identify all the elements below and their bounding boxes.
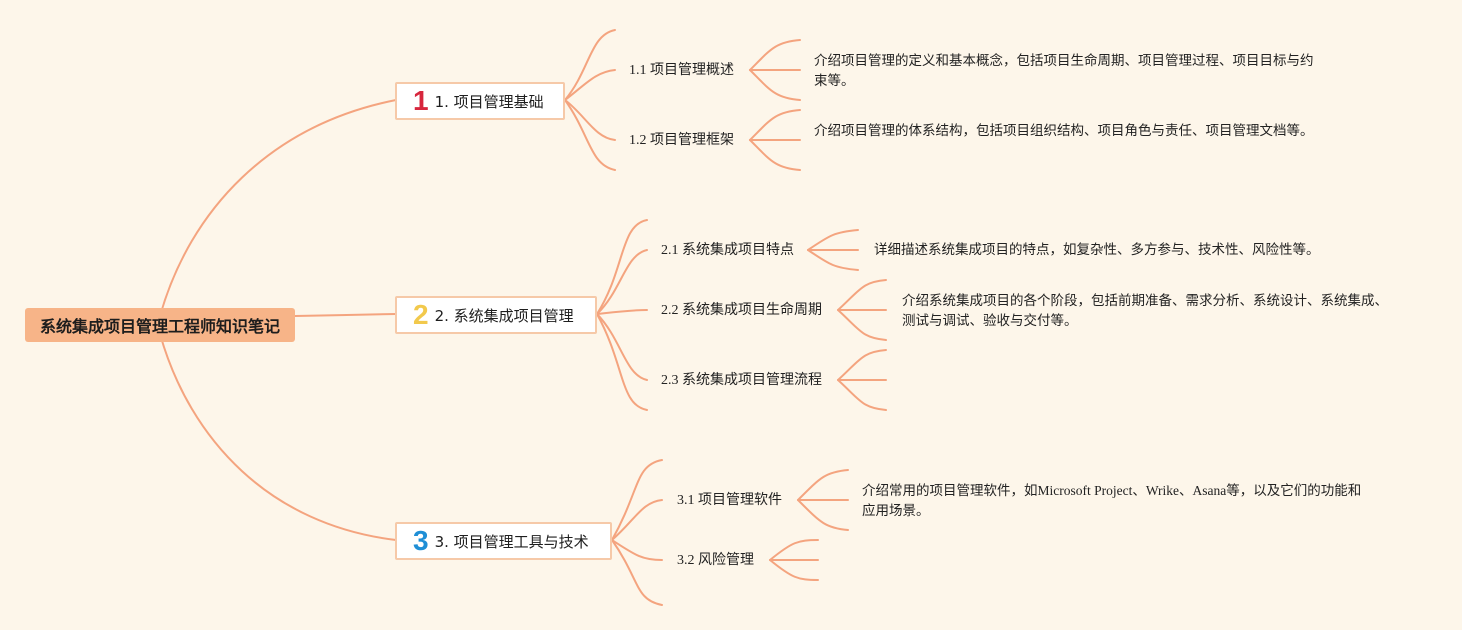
connector-topic-2-sub-1 bbox=[596, 249, 648, 315]
connector-topic-1-fan-bottom bbox=[564, 99, 616, 171]
topic-node-3[interactable]: 3 3. 项目管理工具与技术 bbox=[395, 522, 612, 560]
connector-sub-3-2-fan-top bbox=[769, 539, 819, 561]
connector-topic-3-sub-2 bbox=[611, 539, 663, 561]
connector-topic-3-fan-bottom bbox=[611, 539, 663, 606]
connector-sub-2-3-fan-bottom bbox=[837, 379, 887, 411]
number-3-icon: 3 bbox=[413, 525, 429, 556]
description-node-2-1[interactable]: 详细描述系统集成项目的特点，如复杂性、多方参与、技术性、风险性等。 bbox=[874, 242, 1320, 257]
root-node[interactable]: 系统集成项目管理工程师知识笔记 bbox=[25, 308, 295, 342]
description-node-1-1[interactable]: 介绍项目管理的定义和基本概念，包括项目生命周期、项目管理过程、项目目标与约束等。 bbox=[814, 53, 1314, 88]
connector-sub-2-3-fan-top bbox=[837, 349, 887, 381]
connector-topic-2-sub-2 bbox=[596, 309, 648, 315]
number-2-icon: 2 bbox=[413, 299, 429, 330]
subtopic-node-3-2[interactable]: 3.2 风险管理 bbox=[677, 553, 754, 568]
connector-sub-1-1-fan-top bbox=[749, 39, 801, 71]
connector-topic-1-sub-2 bbox=[564, 99, 616, 141]
connector-root-topic-1 bbox=[159, 99, 397, 317]
subtopic-node-2-2[interactable]: 2.2 系统集成项目生命周期 bbox=[661, 303, 822, 318]
topic-node-2[interactable]: 2 2. 系统集成项目管理 bbox=[395, 296, 597, 334]
connector-sub-2-1-fan-bottom bbox=[807, 249, 859, 271]
connector-sub-2-2-fan-bottom bbox=[837, 309, 887, 341]
description-node-2-2[interactable]: 介绍系统集成项目的各个阶段，包括前期准备、需求分析、系统设计、系统集成、测试与调… bbox=[902, 293, 1388, 328]
description-node-3-1[interactable]: 介绍常用的项目管理软件，如Microsoft Project、Wrike、Asa… bbox=[862, 483, 1362, 518]
topic-node-3-label: 3. 项目管理工具与技术 bbox=[434, 532, 589, 551]
subtopic-node-1-2[interactable]: 1.2 项目管理框架 bbox=[629, 133, 734, 148]
description-node-1-2[interactable]: 介绍项目管理的体系结构，包括项目组织结构、项目角色与责任、项目管理文档等。 bbox=[814, 123, 1314, 138]
connector-sub-1-2-fan-bottom bbox=[749, 139, 801, 171]
subtopic-node-1-1[interactable]: 1.1 项目管理概述 bbox=[629, 63, 734, 78]
subtopic-node-2-1[interactable]: 2.1 系统集成项目特点 bbox=[661, 243, 794, 258]
connector-topic-2-fan-bottom bbox=[596, 313, 648, 411]
connector-sub-1-2-fan-top bbox=[749, 109, 801, 141]
connector-topic-2-fan-top bbox=[596, 219, 648, 315]
root-node-label: 系统集成项目管理工程师知识笔记 bbox=[39, 317, 280, 336]
connector-sub-1-1-fan-bottom bbox=[749, 69, 801, 101]
connector-sub-3-1-fan-top bbox=[797, 469, 849, 501]
subtopic-node-2-3[interactable]: 2.3 系统集成项目管理流程 bbox=[661, 373, 822, 388]
connector-topic-2-sub-3 bbox=[596, 313, 648, 381]
subtopic-node-3-1[interactable]: 3.1 项目管理软件 bbox=[677, 493, 782, 508]
connector-topic-1-sub-1 bbox=[564, 69, 616, 101]
connector-sub-3-1-fan-bottom bbox=[797, 499, 849, 531]
connector-topic-1-fan-top bbox=[564, 29, 616, 101]
connector-sub-2-1-fan-top bbox=[807, 229, 859, 251]
connector-root-topic-3 bbox=[159, 333, 397, 541]
connector-root-topic-2 bbox=[294, 313, 397, 317]
connector-sub-3-2-fan-bottom bbox=[769, 559, 819, 581]
topic-node-1[interactable]: 1 1. 项目管理基础 bbox=[395, 82, 565, 120]
connector-topic-3-fan-top bbox=[611, 459, 663, 541]
topic-node-1-label: 1. 项目管理基础 bbox=[434, 92, 544, 111]
number-1-icon: 1 bbox=[413, 85, 429, 116]
topic-node-2-label: 2. 系统集成项目管理 bbox=[434, 306, 574, 325]
connector-topic-3-sub-1 bbox=[611, 499, 663, 541]
connector-sub-2-2-fan-top bbox=[837, 279, 887, 311]
